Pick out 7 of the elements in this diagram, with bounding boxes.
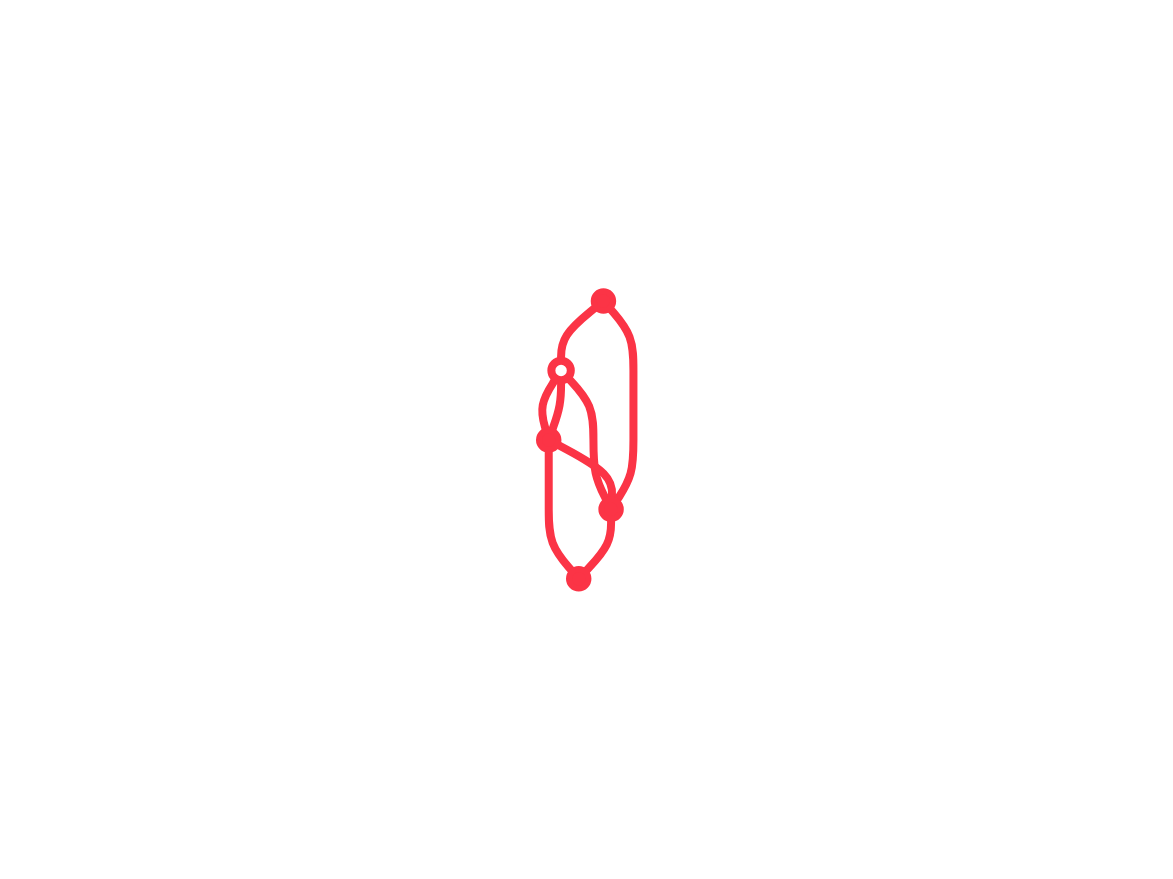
node-circle <box>536 426 562 453</box>
connector <box>607 305 638 503</box>
node-circle <box>598 496 625 522</box>
connector <box>545 449 576 574</box>
node-circle <box>547 356 576 384</box>
node-circle <box>591 287 617 314</box>
node-circle <box>566 565 592 592</box>
